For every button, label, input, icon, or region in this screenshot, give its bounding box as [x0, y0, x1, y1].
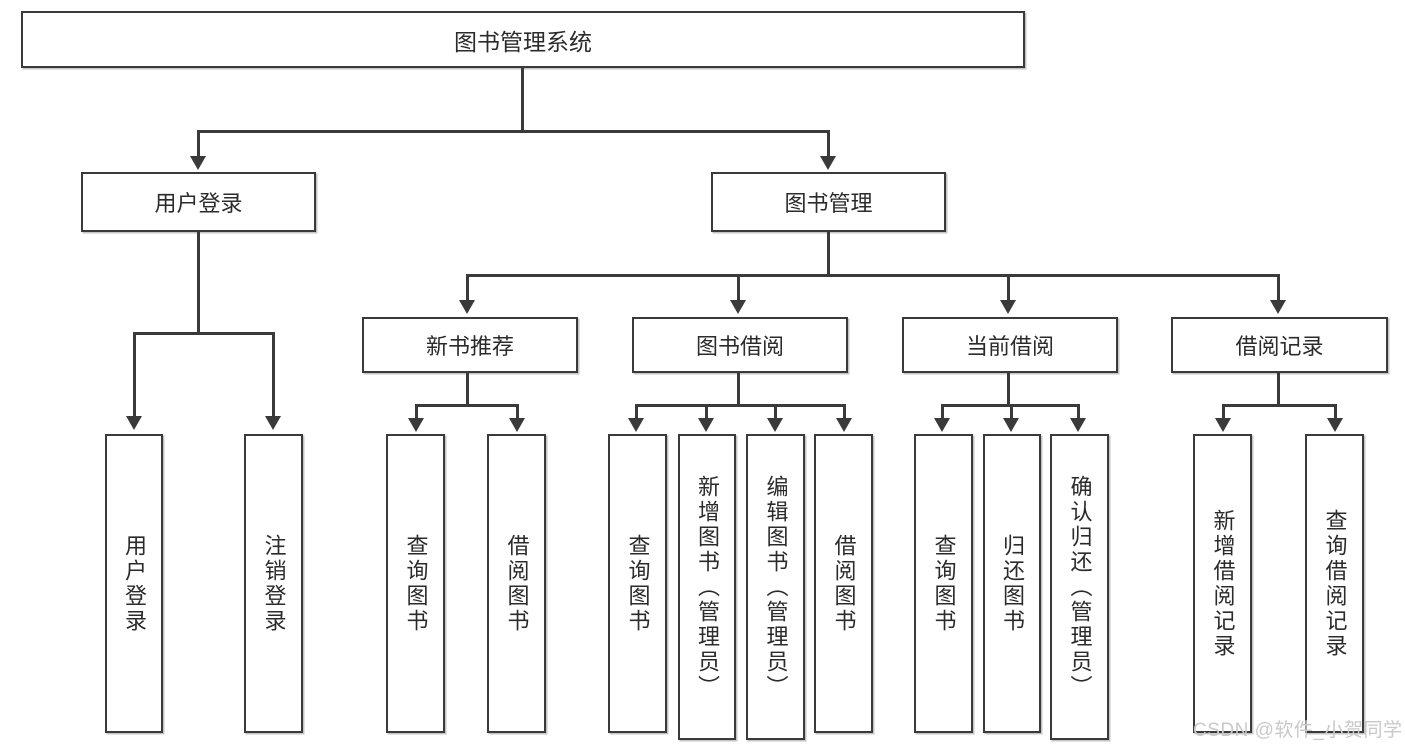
node-current-borrow[interactable]: 当前借阅 — [902, 317, 1118, 373]
connector-book-borrow-leaf-4 — [843, 404, 846, 420]
leaf-label: 新增图书（管理员） — [695, 474, 720, 700]
leaf-query-borrow-record[interactable]: 查询借阅记录 — [1305, 434, 1364, 733]
arrow-head-icon — [1070, 418, 1086, 432]
connector-book-borrow-bus — [635, 404, 843, 407]
arrow-head-icon — [459, 300, 475, 314]
leaf-label: 归还图书 — [1000, 533, 1025, 634]
leaf-label: 借阅图书 — [504, 533, 530, 634]
leaf-add-book-admin[interactable]: 新增图书（管理员） — [678, 434, 736, 740]
leaf-return-book[interactable]: 归还图书 — [983, 434, 1041, 733]
connector-new-book-leaf-1 — [415, 404, 418, 420]
connector-root-trunk — [521, 68, 524, 132]
leaf-label: 注销登录 — [261, 533, 287, 634]
arrow-head-icon — [730, 300, 746, 314]
arrow-head-icon — [1003, 418, 1019, 432]
leaf-add-borrow-record[interactable]: 新增借阅记录 — [1193, 434, 1252, 733]
connector-book-management-trunk — [827, 232, 830, 276]
arrow-head-icon — [698, 418, 714, 432]
leaf-label: 查询借阅记录 — [1322, 508, 1348, 659]
leaf-confirm-return-admin[interactable]: 确认归还（管理员） — [1050, 434, 1109, 740]
leaf-label: 编辑图书（管理员） — [763, 474, 789, 700]
arrow-head-icon — [1327, 418, 1343, 432]
connector-borrow-record-bus — [1222, 404, 1334, 407]
leaf-query-book-current[interactable]: 查询图书 — [914, 434, 973, 733]
connector-current-borrow-leaf-1 — [941, 404, 944, 420]
leaf-query-book-borrow[interactable]: 查询图书 — [608, 434, 667, 733]
connector-new-book-trunk — [466, 373, 469, 406]
node-label: 图书借阅 — [695, 334, 784, 359]
arrow-head-icon — [1000, 300, 1016, 314]
leaf-logout[interactable]: 注销登录 — [244, 434, 303, 733]
connector-user-login-leaf-1 — [133, 332, 136, 418]
connector-user-login-trunk — [197, 232, 200, 334]
leaf-label: 查询图书 — [931, 533, 957, 634]
leaf-edit-book-admin[interactable]: 编辑图书（管理员） — [746, 434, 805, 740]
node-user-login[interactable]: 用户登录 — [81, 172, 316, 232]
connector-borrow-record-trunk — [1277, 373, 1280, 406]
node-root-book-management-system[interactable]: 图书管理系统 — [21, 11, 1025, 68]
leaf-label: 确认归还（管理员） — [1067, 474, 1093, 700]
node-book-management[interactable]: 图书管理 — [711, 172, 946, 232]
arrow-head-icon — [628, 418, 644, 432]
connector-book-borrow-leaf-3 — [774, 404, 777, 420]
leaf-label: 查询图书 — [403, 533, 429, 634]
connector-to-book-borrow — [737, 274, 740, 302]
node-label: 当前借阅 — [965, 334, 1054, 359]
node-borrow-record[interactable]: 借阅记录 — [1171, 317, 1388, 373]
connector-new-book-leaf-2 — [516, 404, 519, 420]
leaf-label: 用户登录 — [122, 533, 147, 634]
leaf-borrow-book[interactable]: 借阅图书 — [814, 434, 873, 733]
arrow-head-icon — [934, 418, 950, 432]
connector-current-borrow-leaf-2 — [1010, 404, 1013, 420]
node-label: 用户登录 — [154, 191, 243, 216]
arrow-head-icon — [820, 156, 836, 170]
connector-book-borrow-leaf-1 — [635, 404, 638, 420]
leaf-label: 借阅图书 — [831, 533, 857, 634]
connector-borrow-record-leaf-1 — [1222, 404, 1225, 420]
leaf-user-login[interactable]: 用户登录 — [105, 434, 163, 733]
connector-root-bus — [197, 130, 830, 133]
arrow-head-icon — [1270, 300, 1286, 314]
leaf-query-book-new-recommend[interactable]: 查询图书 — [386, 434, 445, 733]
arrow-head-icon — [767, 418, 783, 432]
connector-book-borrow-trunk — [737, 373, 740, 406]
arrow-head-icon — [1215, 418, 1231, 432]
connector-to-borrow-record — [1277, 274, 1280, 302]
leaf-label: 新增借阅记录 — [1210, 508, 1236, 659]
connector-book-borrow-leaf-2 — [705, 404, 708, 420]
node-label: 新书推荐 — [425, 334, 514, 359]
arrow-head-icon — [190, 156, 206, 170]
connector-current-borrow-trunk — [1007, 373, 1010, 406]
arrow-head-icon — [509, 418, 525, 432]
connector-to-current-borrow — [1007, 274, 1010, 302]
node-new-book-recommend[interactable]: 新书推荐 — [362, 317, 578, 373]
node-label: 图书管理系统 — [454, 28, 592, 55]
connector-root-to-user-login — [197, 130, 200, 158]
connector-new-book-bus — [415, 404, 519, 407]
arrow-head-icon — [408, 418, 424, 432]
connector-to-new-book-recommend — [466, 274, 469, 302]
connector-user-login-leaf-2 — [272, 332, 275, 418]
node-label: 图书管理 — [784, 191, 873, 216]
connector-current-borrow-leaf-3 — [1077, 404, 1080, 420]
connector-level2-bus — [466, 274, 1278, 277]
arrow-head-icon — [265, 416, 281, 430]
connector-user-login-bus — [133, 332, 272, 335]
connector-borrow-record-leaf-2 — [1334, 404, 1337, 420]
connector-root-to-book-management — [827, 130, 830, 158]
arrow-head-icon — [836, 418, 852, 432]
watermark-text: CSDN @软件_小贺同学 — [1193, 720, 1403, 741]
node-label: 借阅记录 — [1235, 334, 1324, 359]
arrow-head-icon — [126, 416, 142, 430]
leaf-label: 查询图书 — [625, 533, 651, 634]
node-book-borrow[interactable]: 图书借阅 — [632, 317, 848, 373]
leaf-borrow-book-new-recommend[interactable]: 借阅图书 — [487, 434, 546, 733]
